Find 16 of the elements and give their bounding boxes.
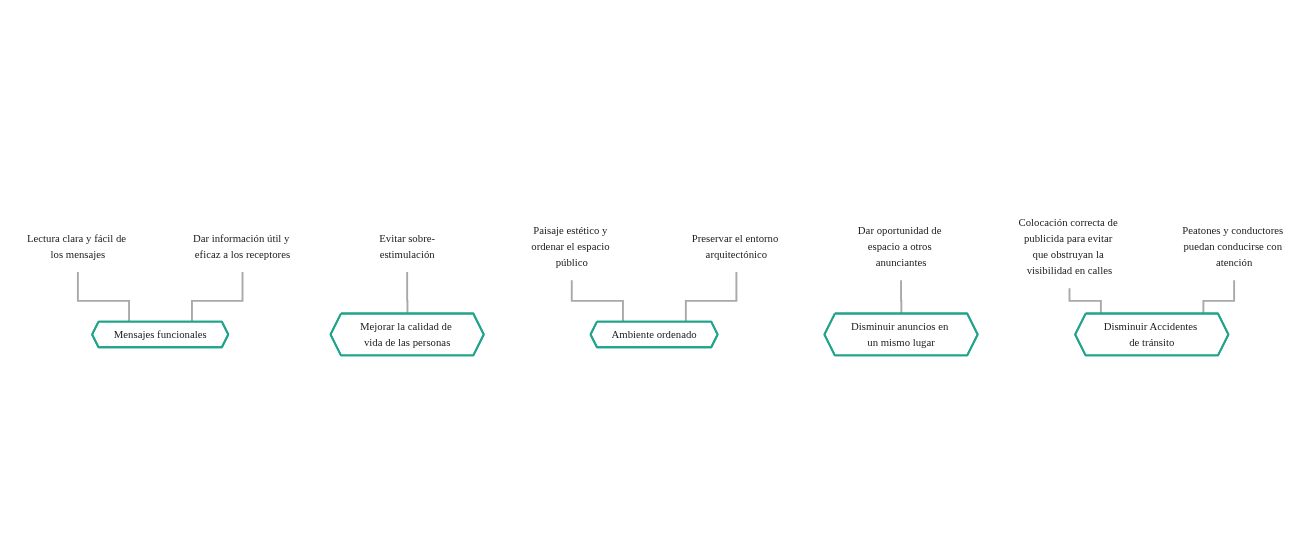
node-text: Peatones y conductores puedan conducirse con atención [1182,224,1284,269]
connector [1202,279,1236,315]
node-text: Paisaje estético y ordenar el espacio público [531,224,610,269]
node-text: Dar oportunidad de espacio a otros anunciantes [857,224,942,269]
connector [406,271,409,315]
node-text: Dar información útil y eficaz a los receptores [192,232,291,261]
node-text: Evitar sobre-estimulación [379,232,436,261]
node-text: Lectura clara y fácil de los mensajes [26,232,127,261]
connector [191,271,244,323]
node-text: Preservar el entorno arquitectónico [691,232,779,261]
connector [900,279,903,315]
node-text: Colocación correcta de publicida para evitar que obstruyan la visibilidad en calles [1018,216,1118,277]
connector [570,279,624,323]
connector [684,271,738,323]
connector [1068,287,1102,315]
connector [76,271,130,323]
